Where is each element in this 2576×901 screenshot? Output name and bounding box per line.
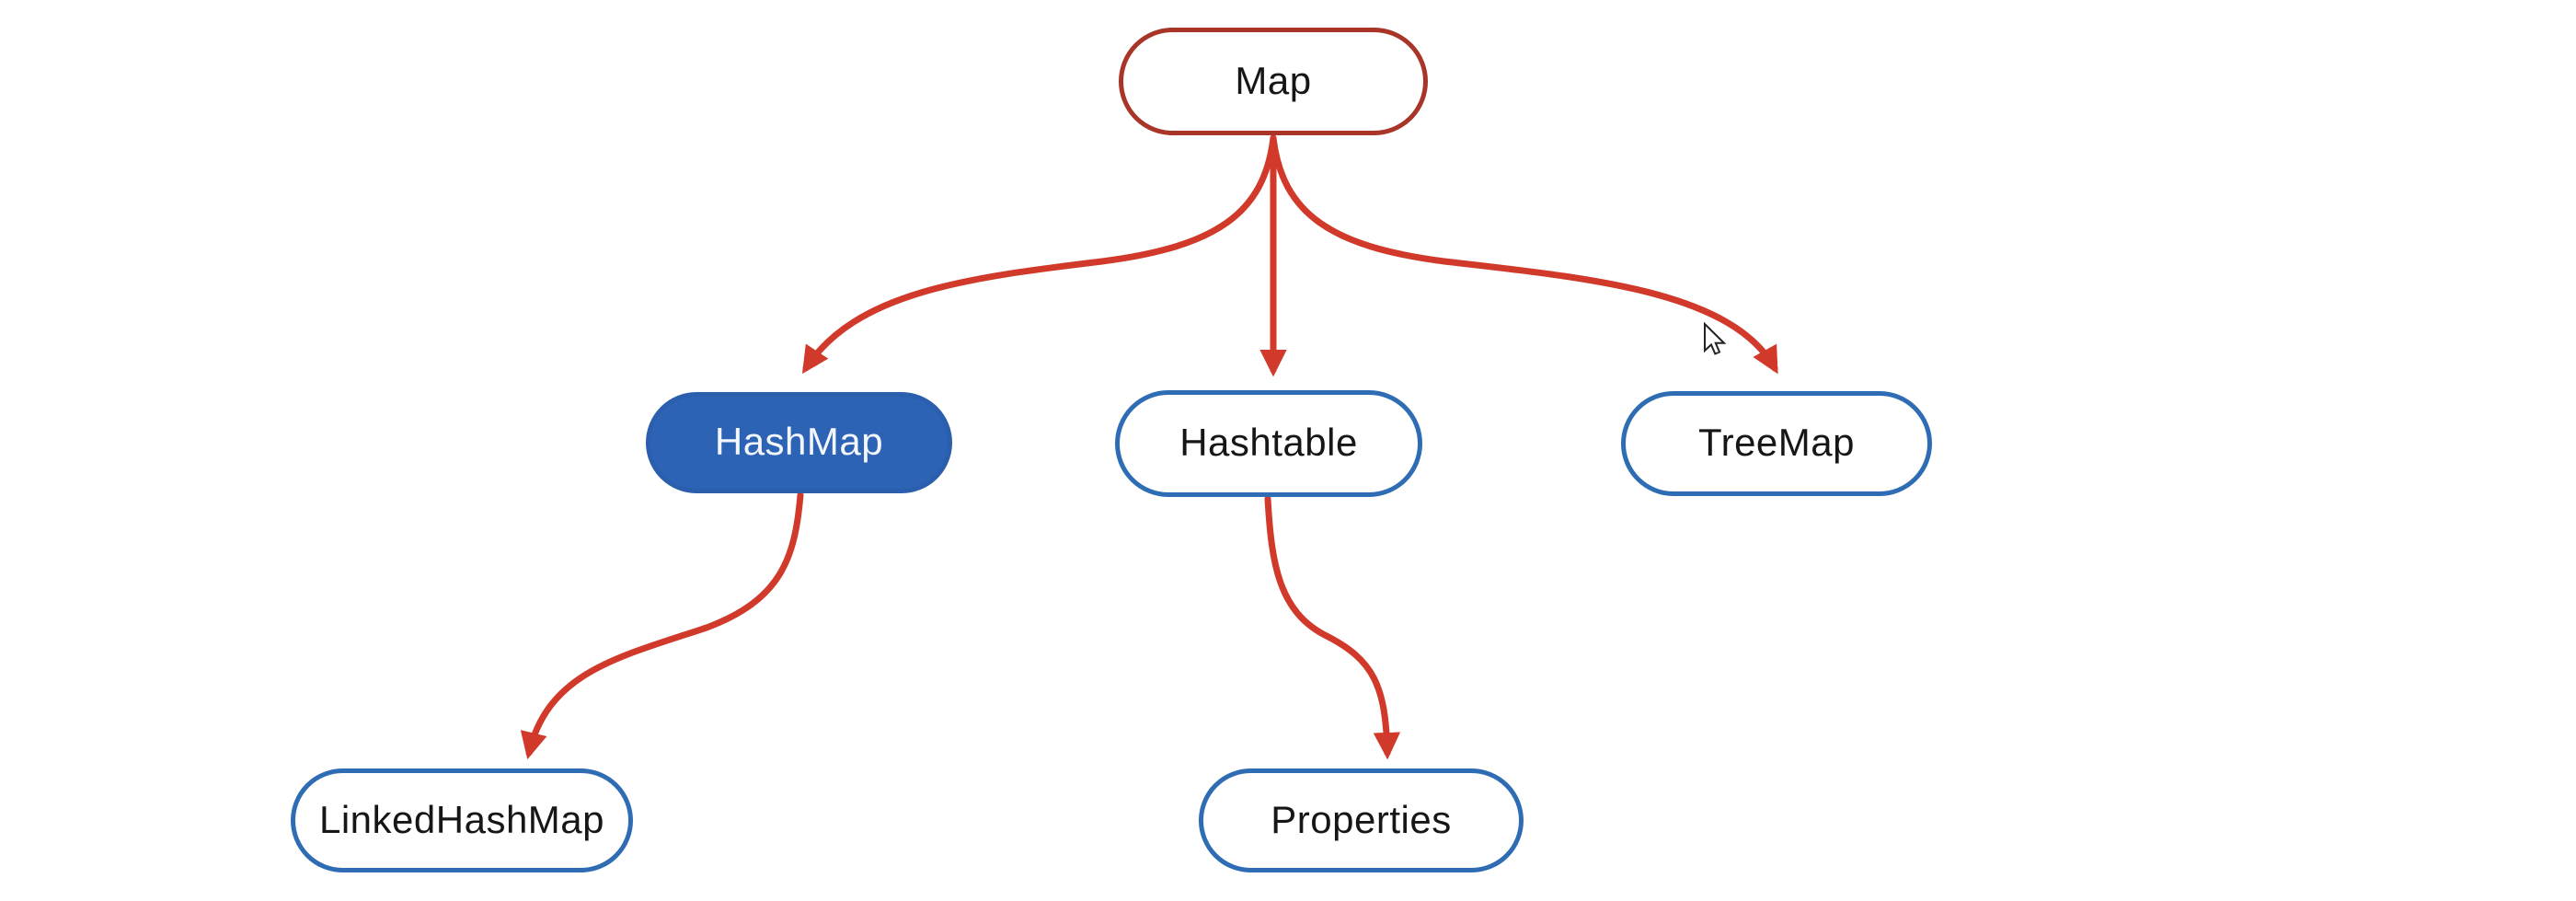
edge-map-to-hashmap — [801, 134, 1277, 375]
node-map-label: Map — [1235, 58, 1312, 102]
mouse-cursor-icon — [1704, 321, 1727, 355]
node-treemap-label: TreeMap — [1697, 421, 1855, 464]
edge-hashmap-to-linkedhashmap — [520, 491, 804, 760]
node-hashtable[interactable]: Hashtable — [1115, 390, 1422, 497]
edge-map-to-treemap — [1270, 134, 1778, 375]
node-hashtable-label: Hashtable — [1179, 421, 1358, 464]
node-hashmap-label: HashMap — [714, 420, 884, 463]
node-linkedhashmap[interactable]: LinkedHashMap — [291, 768, 633, 872]
node-map[interactable]: Map — [1119, 28, 1428, 135]
node-linkedhashmap-label: LinkedHashMap — [318, 797, 604, 841]
node-properties-label: Properties — [1271, 797, 1452, 841]
node-properties[interactable]: Properties — [1199, 768, 1524, 872]
node-treemap[interactable]: TreeMap — [1621, 391, 1932, 496]
node-hashmap[interactable]: HashMap — [646, 392, 952, 493]
edge-hashtable-to-properties — [1264, 495, 1401, 760]
